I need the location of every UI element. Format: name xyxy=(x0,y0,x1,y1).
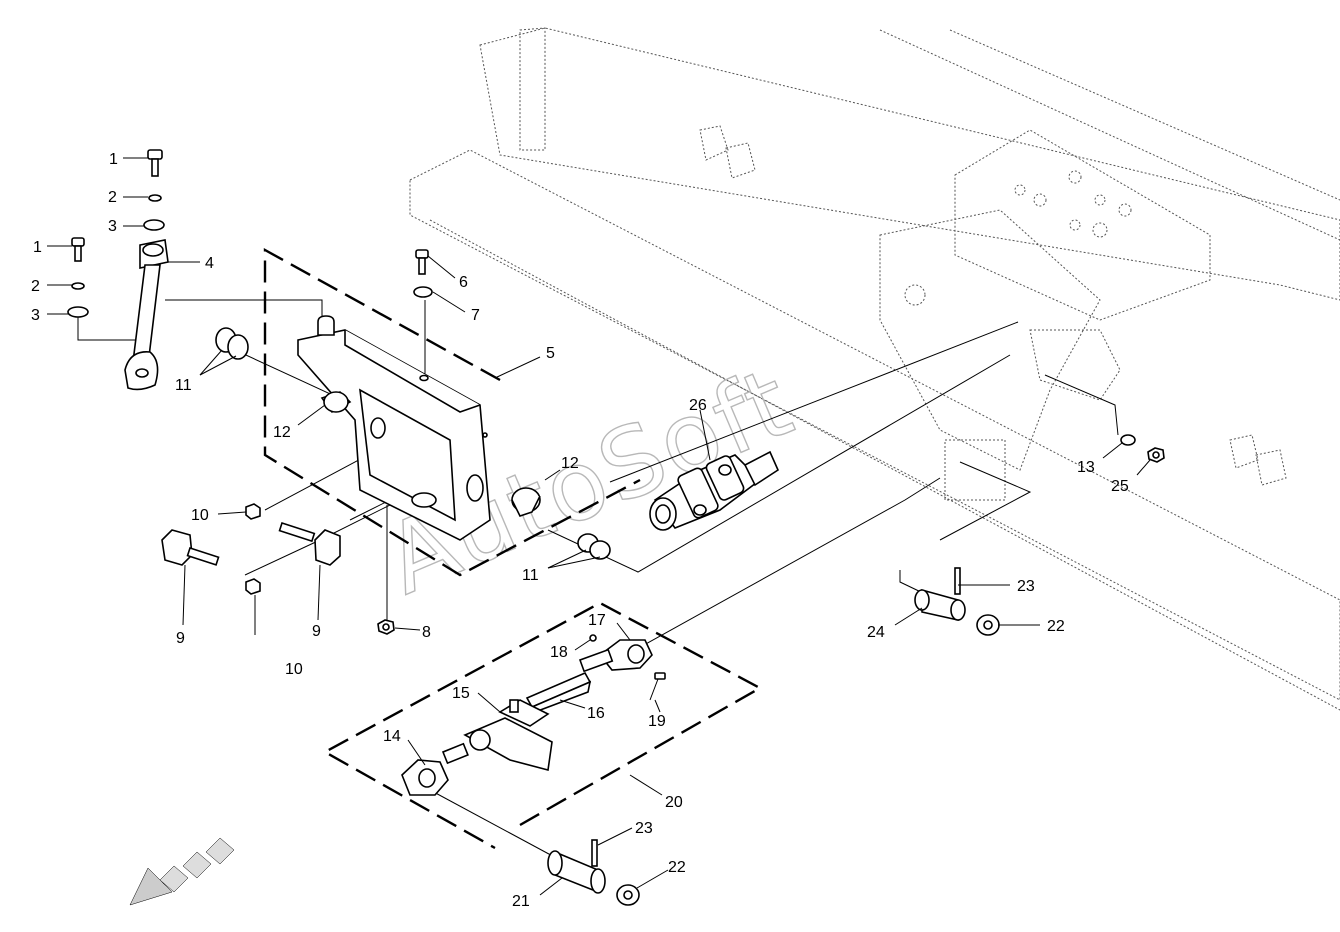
callout-13: 13 xyxy=(1077,459,1095,476)
lock-washer-lower xyxy=(71,282,85,290)
bushing-right xyxy=(511,487,541,517)
callout-11: 11 xyxy=(175,377,192,394)
lock-washer-upper xyxy=(148,194,162,202)
callout-2: 2 xyxy=(108,189,117,206)
cotter-pin-right xyxy=(954,567,961,595)
callout-25: 25 xyxy=(1111,478,1129,495)
callout-leaders xyxy=(47,157,1151,896)
callout-22: 22 xyxy=(1047,618,1065,635)
support-bracket xyxy=(297,315,491,541)
callout-4: 4 xyxy=(205,255,214,272)
universal-joint xyxy=(649,450,780,531)
callout-10: 10 xyxy=(191,507,209,524)
assembly-boundary-20 xyxy=(322,601,763,850)
cap-upper xyxy=(245,503,261,520)
pin-right xyxy=(914,588,966,621)
direction-arrow-icon xyxy=(129,837,235,906)
turnbuckle-body xyxy=(463,717,553,772)
callout-3: 3 xyxy=(108,218,117,235)
callout-7: 7 xyxy=(471,307,480,324)
callout-labels: 1 2 3 1 2 3 4 5 6 7 8 9 9 10 10 11 11 12… xyxy=(31,151,1129,910)
set-screw xyxy=(589,634,597,642)
callout-12: 12 xyxy=(561,455,579,472)
callout-11: 11 xyxy=(522,567,539,584)
bushing-left xyxy=(320,391,352,414)
pin-bottom xyxy=(547,850,606,894)
callout-9: 9 xyxy=(176,630,185,647)
bolt-upper xyxy=(147,149,163,177)
callout-2: 2 xyxy=(31,278,40,295)
callout-9: 9 xyxy=(312,623,321,640)
bolt-lower xyxy=(71,237,85,262)
reference-lines xyxy=(77,299,1119,861)
callout-14: 14 xyxy=(383,728,401,745)
callout-24: 24 xyxy=(867,624,885,641)
o-rings-right xyxy=(577,533,611,560)
callout-18: 18 xyxy=(550,644,568,661)
link-rod xyxy=(124,239,169,391)
callout-23: 23 xyxy=(1017,578,1035,595)
assembly-boundary-5 xyxy=(263,247,641,577)
clamp xyxy=(498,699,550,727)
callout-12: 12 xyxy=(273,424,291,441)
adjuster-bolt-left xyxy=(161,529,220,566)
callout-19: 19 xyxy=(648,713,666,730)
callout-16: 16 xyxy=(587,705,605,722)
callout-8: 8 xyxy=(422,624,431,641)
callout-1: 1 xyxy=(33,239,42,256)
washer-pin-right xyxy=(976,614,1000,636)
nut-bracket xyxy=(377,619,395,635)
callout-5: 5 xyxy=(546,345,555,362)
washer-right xyxy=(1120,434,1136,446)
callout-26: 26 xyxy=(689,397,707,414)
callout-21: 21 xyxy=(512,893,530,910)
cotter-pin-bottom xyxy=(591,839,598,867)
flat-washer-lower xyxy=(67,306,89,318)
callout-6: 6 xyxy=(459,274,468,291)
screw-small xyxy=(649,672,666,701)
callout-17: 17 xyxy=(588,612,606,629)
callout-15: 15 xyxy=(452,685,470,702)
machine-frame xyxy=(409,27,1340,711)
callout-20: 20 xyxy=(665,794,683,811)
callout-23: 23 xyxy=(635,820,653,837)
washer-pin-bottom xyxy=(616,884,640,906)
callout-10: 10 xyxy=(285,661,303,678)
rod-end-right xyxy=(578,639,653,673)
flat-washer-upper xyxy=(143,219,165,231)
callout-22: 22 xyxy=(668,859,686,876)
washer-bracket xyxy=(413,286,433,298)
callout-3: 3 xyxy=(31,307,40,324)
cap-lower xyxy=(245,578,261,595)
rod-end-left xyxy=(401,742,469,796)
nut-right xyxy=(1147,447,1165,463)
adjuster-bolt-right xyxy=(278,521,341,566)
bolt-bracket xyxy=(415,249,429,275)
callout-1: 1 xyxy=(109,151,118,168)
o-rings-left xyxy=(215,327,249,360)
